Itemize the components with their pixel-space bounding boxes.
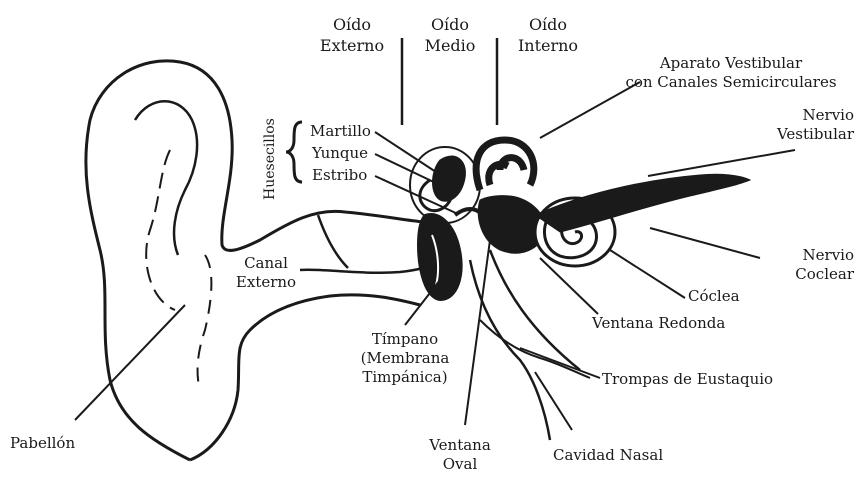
malleus-shape [433, 156, 466, 201]
label-cochlear-nerve: Nervio Coclear [758, 246, 854, 284]
label-oval-window: Ventana Oval [420, 436, 500, 474]
label-incus: Yunque [312, 144, 368, 163]
leader-pinna [75, 305, 185, 420]
label-malleus: Martillo [310, 122, 371, 141]
label-vestibular-nerve-line1: Nervio [758, 106, 854, 125]
label-ossicles: Huesecillos [262, 118, 278, 200]
pinna-inner-fold-2 [146, 150, 175, 310]
label-cochlear-nerve-line2: Coclear [758, 265, 854, 284]
leader-vestibular-nerve [648, 150, 795, 176]
label-round-window: Ventana Redonda [592, 314, 725, 333]
label-vestibular-apparatus-line2: con Canales Semicirculares [608, 73, 854, 92]
label-vestibular-apparatus: Aparato Vestibular con Canales Semicircu… [608, 54, 854, 92]
label-oval-window-line1: Ventana [420, 436, 500, 455]
label-tympanum: Tímpano (Membrana Timpánica) [350, 330, 460, 387]
nerve-bundle [535, 174, 750, 232]
label-tympanum-line2: (Membrana [350, 349, 460, 368]
pinna-inner-fold-3 [198, 255, 212, 390]
label-vestibular-nerve: Nervio Vestibular [758, 106, 854, 144]
label-oval-window-line2: Oval [420, 455, 500, 474]
label-eustachian-tubes: Trompas de Eustaquio [602, 370, 773, 389]
semicircular-canals [476, 140, 534, 190]
label-vestibular-apparatus-line1: Aparato Vestibular [608, 54, 854, 73]
label-outer-ear-line1: Oído [312, 14, 392, 35]
label-outer-ear-line2: Externo [312, 35, 392, 56]
ear-canal-fold [318, 215, 348, 268]
label-outer-ear: Oído Externo [312, 14, 392, 56]
label-inner-ear: Oído Interno [508, 14, 588, 56]
leader-cochlear-nerve [650, 228, 760, 258]
label-external-canal-line2: Externo [232, 273, 300, 292]
label-cochlea: Cóclea [688, 287, 740, 306]
ossicles-brace [286, 122, 302, 182]
label-external-canal: Canal Externo [232, 254, 300, 292]
leader-cochlea [610, 250, 685, 298]
label-external-canal-line1: Canal [232, 254, 300, 273]
leader-oval-window [465, 240, 490, 425]
label-middle-ear-line2: Medio [414, 35, 486, 56]
label-pinna: Pabellón [10, 434, 75, 453]
label-inner-ear-line2: Interno [508, 35, 588, 56]
label-tympanum-line3: Timpánica) [350, 368, 460, 387]
label-inner-ear-line1: Oído [508, 14, 588, 35]
label-middle-ear: Oído Medio [414, 14, 486, 56]
eustachian-tube-lower [470, 260, 550, 440]
label-cochlear-nerve-line1: Nervio [758, 246, 854, 265]
label-middle-ear-line1: Oído [414, 14, 486, 35]
tympanum-shape [418, 214, 462, 300]
label-nasal-cavity: Cavidad Nasal [553, 446, 663, 465]
eustachian-tube-upper [490, 250, 580, 370]
label-vestibular-nerve-line2: Vestibular [758, 125, 854, 144]
pinna-inner-fold [135, 101, 197, 255]
label-tympanum-line1: Tímpano [350, 330, 460, 349]
label-stapes: Estribo [312, 166, 367, 185]
